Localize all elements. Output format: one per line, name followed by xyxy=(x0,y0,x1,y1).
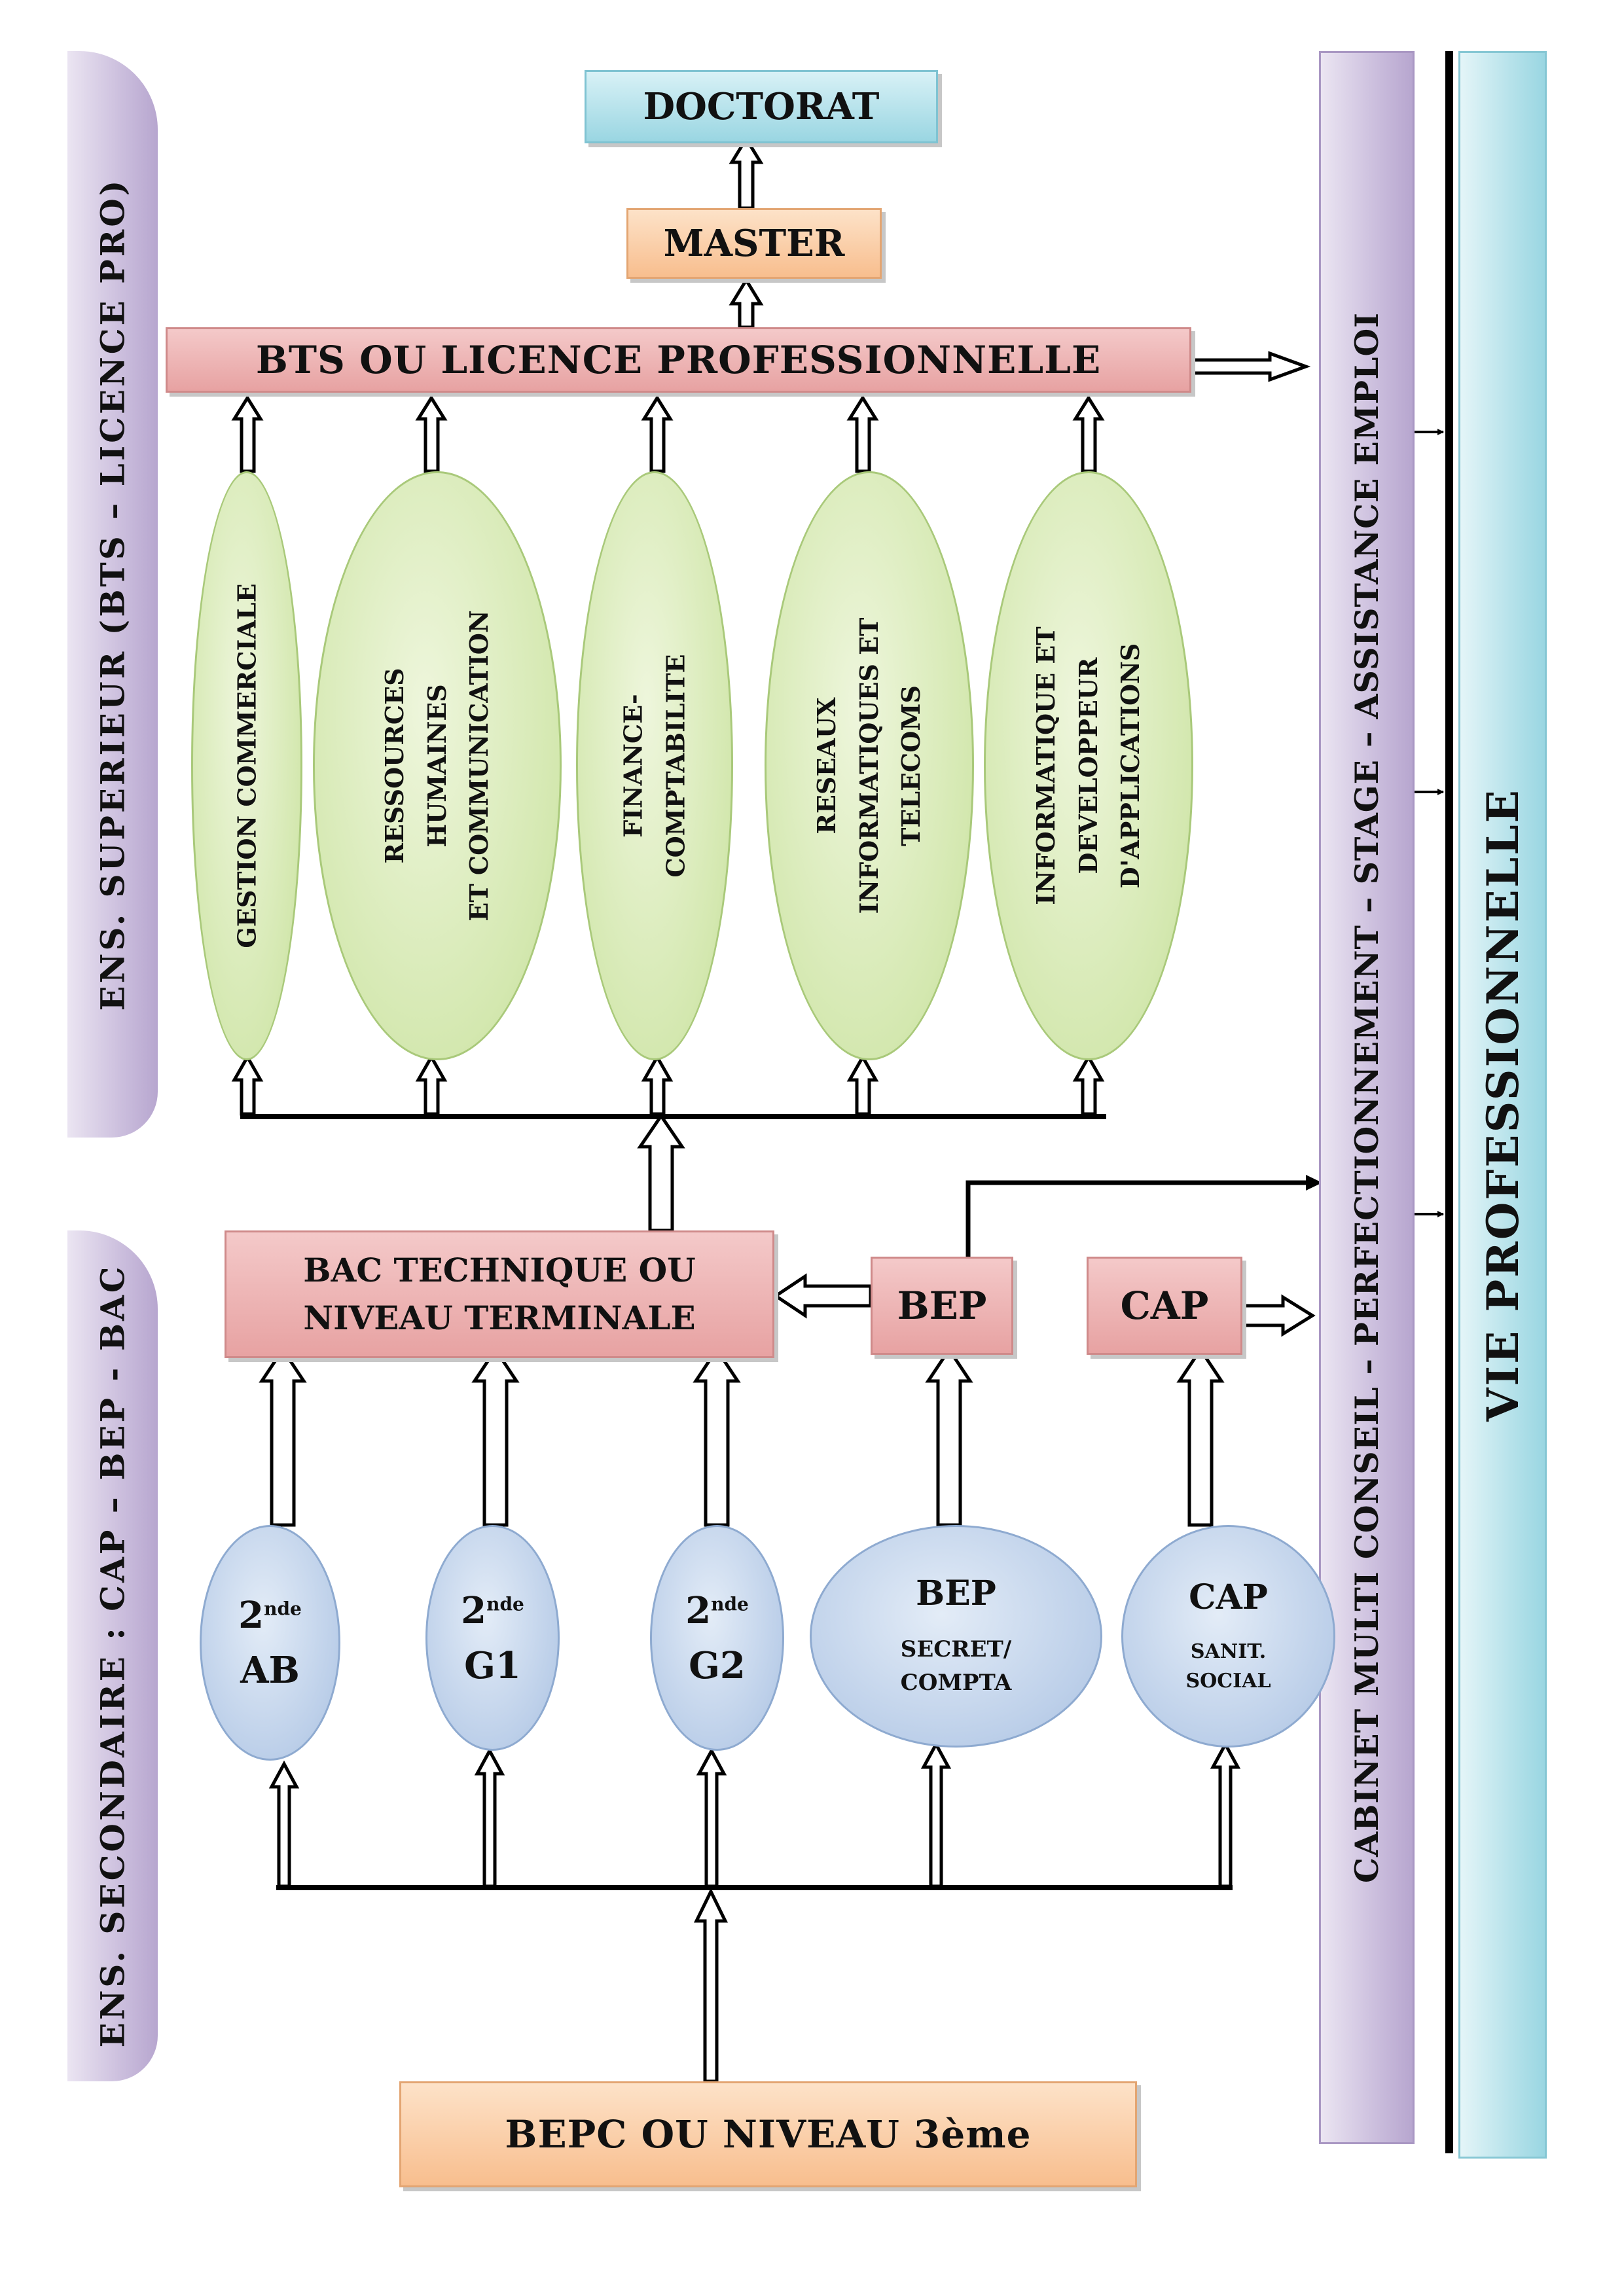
specialty-line: D'APPLICATIONS xyxy=(1115,643,1146,889)
arrow-master-doctorat xyxy=(729,135,764,210)
arrow-spec2-bts xyxy=(415,395,448,473)
specialty-line: RESEAUX xyxy=(812,697,842,834)
arrow-bus-spec1 xyxy=(231,1053,264,1116)
cap-box: CAP xyxy=(1087,1257,1242,1355)
doctorat-label: DOCTORAT xyxy=(643,85,880,128)
side-label-secondaire-text: ENS. SECONDAIRE : CAP – BEP - BAC xyxy=(93,1264,132,2048)
arrow-bus2-cap xyxy=(1210,1740,1241,1888)
specialty-line: INFORMATIQUES ET xyxy=(854,617,884,914)
specialty-line: DEVELOPPEUR xyxy=(1073,657,1103,874)
side-label-superieur-text: ENS. SUPERIEUR (BTS – LICENCE PRO) xyxy=(93,177,132,1011)
bac-line-2: NIVEAU TERMINALE xyxy=(303,1298,696,1337)
bep-ellipse-line1: SECRET/ xyxy=(900,1636,1012,1662)
cap-ellipse-line2: SOCIAL xyxy=(1185,1669,1271,1693)
arrow-bts-master xyxy=(729,277,764,329)
arrow-cap-cabinet xyxy=(1240,1294,1316,1337)
doctorat-box: DOCTORAT xyxy=(585,70,938,143)
specialty-line: FINANCE- xyxy=(618,694,648,838)
cap-sanit-social-ellipse: CAP SANIT. SOCIAL xyxy=(1121,1525,1335,1748)
arrow-spec1-bts xyxy=(231,395,264,473)
specialty-gestion-commerciale: GESTION COMMERCIALE xyxy=(191,471,302,1060)
arrow-bus2-bep xyxy=(920,1740,952,1888)
arrow-bts-cabinet xyxy=(1189,351,1311,382)
cap-ellipse-title: CAP xyxy=(1189,1577,1268,1617)
bep-ellipse-line2: COMPTA xyxy=(900,1669,1012,1696)
seconde-name: G1 xyxy=(464,1643,521,1687)
seconde-prefix: 2nde xyxy=(461,1583,524,1638)
master-box: MASTER xyxy=(626,208,882,279)
arrow-capell-cap xyxy=(1176,1346,1225,1527)
bts-licence-box: BTS OU LICENCE PROFESSIONNELLE xyxy=(166,327,1191,393)
seconde-g1-ellipse: 2nde G1 xyxy=(425,1525,560,1751)
specialty-line: COMPTABILITE xyxy=(660,654,690,878)
arrow-bus2-g2 xyxy=(696,1747,727,1888)
master-label: MASTER xyxy=(663,222,845,265)
arrow-spec3-bts xyxy=(641,395,674,473)
arrow-spec4-bts xyxy=(846,395,879,473)
arrow-bepell-bep xyxy=(925,1346,973,1527)
arrow-bus-spec5 xyxy=(1072,1053,1105,1116)
arrow-bus-spec3 xyxy=(641,1053,674,1116)
bac-technique-box: BAC TECHNIQUE OU NIVEAU TERMINALE xyxy=(225,1230,774,1358)
bac-line-1: BAC TECHNIQUE OU xyxy=(303,1251,696,1289)
specialty-line: INFORMATIQUE ET xyxy=(1031,626,1061,905)
seconde-number: 2 xyxy=(238,1594,264,1637)
arrow-spec5-bts xyxy=(1072,395,1105,473)
seconde-sup: nde xyxy=(486,1592,524,1615)
seconde-number: 2 xyxy=(461,1588,487,1632)
arrow-bepc-bus2 xyxy=(693,1888,729,2083)
seconde-sup: nde xyxy=(264,1598,302,1620)
seconde-name: G2 xyxy=(689,1643,746,1687)
bep-box-label: BEP xyxy=(897,1283,987,1328)
specialty-line: TELECOMS xyxy=(896,685,926,846)
specialty-line: HUMAINES xyxy=(422,684,452,848)
bep-up-line xyxy=(965,1180,1316,1257)
arrow-g1-bac xyxy=(471,1346,520,1527)
vie-column: VIE PROFESSIONNELLE xyxy=(1458,51,1547,2159)
bepc-box: BEPC OU NIVEAU 3ème xyxy=(399,2081,1137,2187)
cabinet-column: CABINET MULTI CONSEIL – PERFECTIONNEMENT… xyxy=(1319,51,1415,2144)
arrow-bus-spec2 xyxy=(415,1053,448,1116)
arrow-bus-spec4 xyxy=(846,1053,879,1116)
specialty-line: ET COMMUNICATION xyxy=(464,610,494,922)
seconde-sup: nde xyxy=(711,1592,749,1615)
specialty-line: GESTION COMMERCIALE xyxy=(232,583,262,948)
seconde-prefix: 2nde xyxy=(685,1583,749,1638)
specialty-finance-comptabilite: FINANCE- COMPTABILITE xyxy=(576,471,733,1060)
side-label-superieur: ENS. SUPERIEUR (BTS – LICENCE PRO) xyxy=(67,51,158,1138)
specialty-ressources-humaines: RESSOURCES HUMAINES ET COMMUNICATION xyxy=(313,471,562,1060)
specialty-reseaux-telecoms: RESEAUX INFORMATIQUES ET TELECOMS xyxy=(765,471,974,1060)
specialty-line: RESSOURCES xyxy=(380,668,410,864)
cabinet-column-text: CABINET MULTI CONSEIL – PERFECTIONNEMENT… xyxy=(1348,312,1386,1884)
seconde-ab-ellipse: 2nde AB xyxy=(200,1525,340,1761)
arrow-ab-bac xyxy=(259,1346,307,1527)
seconde-prefix: 2nde xyxy=(238,1588,302,1643)
bepc-label: BEPC OU NIVEAU 3ème xyxy=(505,2112,1032,2157)
seconde-number: 2 xyxy=(685,1588,712,1632)
side-label-secondaire: ENS. SECONDAIRE : CAP – BEP - BAC xyxy=(67,1230,158,2081)
cap-ellipse-line1: SANIT. xyxy=(1190,1640,1267,1663)
seconde-g2-ellipse: 2nde G2 xyxy=(650,1525,784,1751)
arrow-bus2-ab xyxy=(268,1760,300,1888)
arrow-bus2-g1 xyxy=(474,1747,505,1888)
specialty-informatique-developpeur: INFORMATIQUE ET DEVELOPPEUR D'APPLICATIO… xyxy=(984,471,1193,1060)
bts-licence-label: BTS OU LICENCE PROFESSIONNELLE xyxy=(255,338,1102,382)
arrow-g2-bac xyxy=(693,1346,741,1527)
seconde-name: AB xyxy=(240,1649,300,1692)
arrow-bep-bac xyxy=(772,1273,873,1319)
bep-box: BEP xyxy=(871,1257,1013,1355)
arrow-bac-bus xyxy=(637,1113,685,1232)
bep-secret-compta-ellipse: BEP SECRET/ COMPTA xyxy=(810,1525,1102,1748)
bep-ellipse-title: BEP xyxy=(916,1573,996,1613)
bep-right-arrowhead xyxy=(1306,1175,1322,1191)
vie-column-text: VIE PROFESSIONNELLE xyxy=(1477,788,1528,1422)
cap-box-label: CAP xyxy=(1120,1283,1209,1328)
